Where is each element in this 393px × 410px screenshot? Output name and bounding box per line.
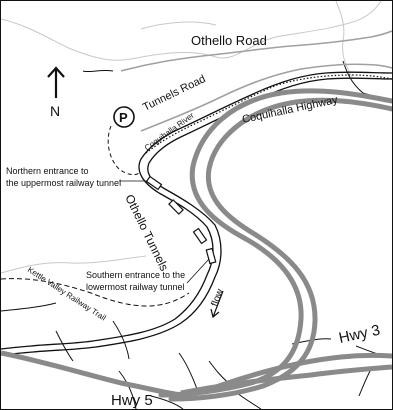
local-road [236, 392, 262, 409]
contour-line [140, 21, 217, 30]
contour-line [1, 1, 382, 61]
tunnel-icon [145, 175, 163, 191]
hwy5-label[interactable]: Hwy 5 [111, 392, 153, 409]
flow-label: flow [209, 287, 226, 308]
parking-label: P [119, 110, 128, 125]
northern-entrance-line1: Northern entrance to [6, 166, 89, 176]
local-road [55, 330, 74, 362]
contour-line [1, 255, 147, 274]
othello-road [120, 30, 392, 72]
local-road [150, 395, 184, 409]
north-label: N [50, 103, 60, 119]
north-arrow-icon [47, 66, 65, 98]
coquihalla-highway [158, 88, 392, 402]
local-road [1, 302, 57, 312]
tunnel-icon [192, 227, 208, 245]
annotation-leaders [119, 180, 210, 284]
local-road [112, 320, 130, 360]
othello-road-label[interactable]: Othello Road [191, 33, 267, 48]
southern-entrance-line1: Southern entrance to the [86, 270, 185, 280]
parking-trail [107, 125, 140, 176]
hwy5-road [1, 350, 182, 398]
flow-arrow-icon [210, 290, 224, 319]
tunnel-icon [168, 199, 184, 215]
othello-tunnels-label[interactable]: Othello Tunnels [122, 192, 171, 273]
hwy3-road [180, 364, 392, 396]
kettle-valley-trail [1, 278, 190, 307]
southern-entrance-line2: lowermost railway tunnel [86, 282, 185, 292]
tunnels-road [140, 63, 392, 132]
highway-lane [168, 97, 392, 402]
local-road [178, 352, 198, 390]
local-road [118, 370, 137, 409]
tunnels [145, 175, 217, 265]
northern-entrance-line2: the uppermost railway tunnel [6, 178, 121, 188]
parking-icon[interactable]: P [113, 106, 135, 128]
hwy3-label[interactable]: Hwy 3 [337, 322, 381, 347]
hwy3-ramp [215, 352, 392, 390]
local-road [82, 69, 114, 73]
highway-lane [158, 88, 392, 398]
river-bank-north [1, 71, 392, 350]
coquihalla-river-label[interactable]: Coquihalla River [143, 111, 196, 153]
local-road [358, 368, 372, 397]
tunnel-icon [205, 247, 217, 265]
southern-entrance-leader [186, 258, 210, 284]
railway-line [145, 74, 392, 154]
